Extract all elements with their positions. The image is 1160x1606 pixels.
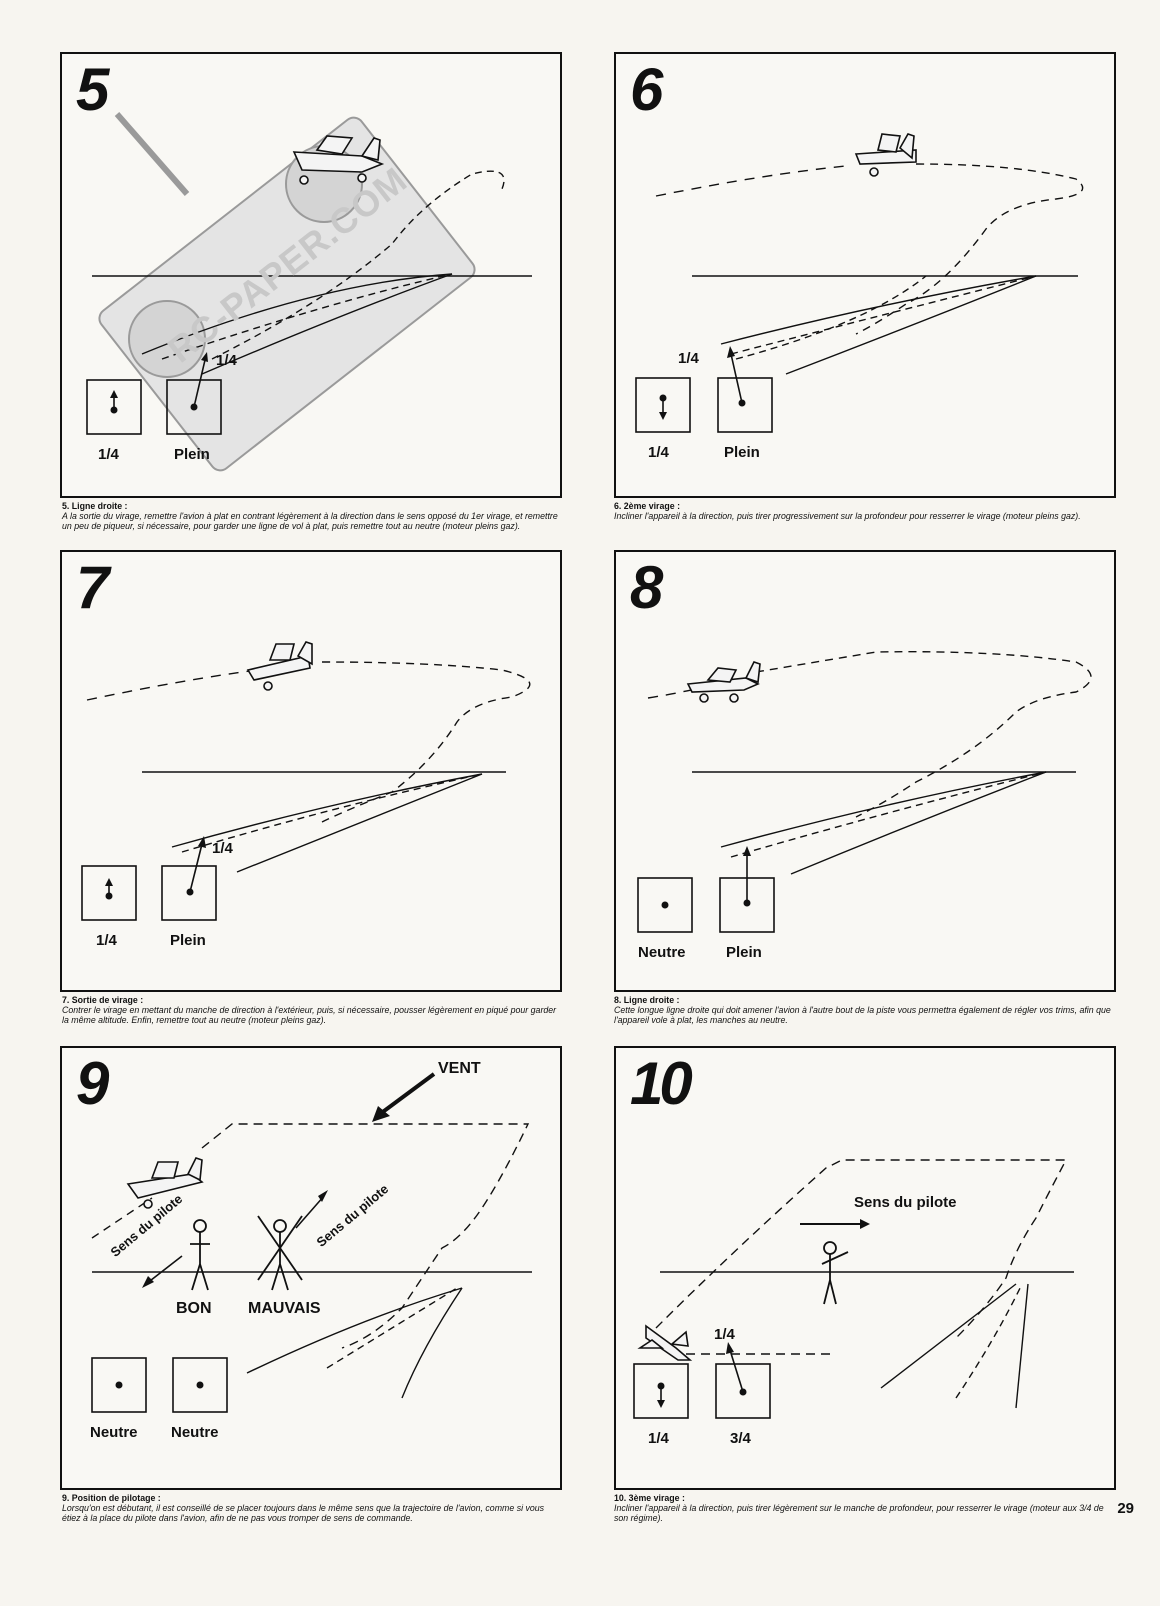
airplane-icon: [246, 641, 313, 691]
airplane-icon: [126, 1157, 204, 1209]
stick-right-label: Plein: [726, 944, 762, 961]
caption-9: 9. Position de pilotage : Lorsqu'on est …: [62, 1493, 545, 1523]
stick-right-label: 3/4: [730, 1430, 751, 1447]
airplane-icon: [854, 133, 917, 177]
panel-10-drawing: [633, 1159, 1074, 1419]
stick-right-label: Plein: [170, 932, 206, 949]
bad-label: MAUVAIS: [248, 1300, 321, 1317]
panel-6: 6 1/4 1/4 Plein: [614, 52, 1116, 498]
panel-7: 7 1/4 1/4 Plein: [60, 550, 562, 992]
stick-left-label: 1/4: [98, 446, 119, 463]
caption-7: 7. Sortie de virage : Contrer le virage …: [62, 995, 557, 1025]
step-number: 6: [630, 56, 663, 123]
panel-9: 9 VENT BON MAUVAIS Sens du pilote Sens d…: [60, 1046, 562, 1490]
caption-10: 10. 3ème virage : Incliner l'appareil à …: [614, 1493, 1104, 1523]
stick-box-left: [81, 865, 137, 921]
airplane-icon: [686, 661, 761, 703]
direction-arrow-left-icon: [145, 1255, 183, 1285]
stick-box-left: [86, 379, 142, 435]
caption-8: 8. Ligne droite : Cette longue ligne dro…: [614, 995, 1111, 1025]
airplane-icon: [637, 1324, 693, 1361]
step-number: 8: [630, 554, 663, 621]
stick-box-left: [635, 377, 691, 433]
arrow-label: 1/4: [678, 350, 699, 367]
panel-8-drawing: [637, 651, 1092, 933]
panel-5-drawing: [86, 112, 532, 472]
stick-left-label: 1/4: [648, 444, 669, 461]
panel-8: 8 Neutre Plein: [614, 550, 1116, 992]
stick-box-left: [633, 1363, 689, 1419]
wind-label: VENT: [438, 1060, 481, 1077]
pilot-figure: [821, 1241, 849, 1305]
panel-10: 10 Sens du pilote 1/4 1/4 3/4: [614, 1046, 1116, 1490]
wind-arrow-icon: [378, 1072, 436, 1116]
arrow-label: 1/4: [216, 352, 237, 369]
panel-7-drawing: [81, 641, 531, 921]
stick-box-right: [715, 1363, 771, 1419]
pilot-figure-good: [190, 1219, 210, 1291]
step-number: 10: [630, 1050, 693, 1117]
caption-6: 6. 2ème virage : Incliner l'appareil à l…: [614, 501, 1081, 521]
caption-5: 5. Ligne droite : A la sortie du virage,…: [62, 501, 558, 531]
stick-box-right: [172, 1357, 228, 1413]
pilot-figure-bad: [257, 1215, 303, 1291]
arrow-label: 1/4: [212, 840, 233, 857]
panel-9-drawing: [91, 1072, 532, 1413]
stick-box-right: [161, 865, 217, 921]
direction-arrow-right-icon: [295, 1195, 325, 1229]
step-number: 9: [76, 1050, 109, 1117]
stick-left-label: 1/4: [648, 1430, 669, 1447]
pilot-direction-label: Sens du pilote: [854, 1194, 957, 1211]
airplane-icon: [292, 135, 385, 185]
stick-box-left: [91, 1357, 147, 1413]
panel-6-drawing: [635, 133, 1084, 433]
stick-left-label: Neutre: [90, 1424, 138, 1441]
stick-box-left: [637, 877, 693, 933]
transmitter-illustration: [98, 112, 476, 472]
stick-box-right: [717, 377, 773, 433]
stick-right-label: Plein: [174, 446, 210, 463]
step-number: 7: [76, 554, 109, 621]
page-number: 29: [1117, 1500, 1134, 1517]
good-label: BON: [176, 1300, 212, 1317]
stick-right-label: Plein: [724, 444, 760, 461]
stick-left-label: 1/4: [96, 932, 117, 949]
panel-5: 5 1/4 1/4 Plein RC-PAPER.COM: [60, 52, 562, 498]
arrow-label: 1/4: [714, 1326, 735, 1343]
step-number: 5: [76, 56, 109, 123]
stick-left-label: Neutre: [638, 944, 686, 961]
stick-right-label: Neutre: [171, 1424, 219, 1441]
stick-box-right: [166, 379, 222, 435]
